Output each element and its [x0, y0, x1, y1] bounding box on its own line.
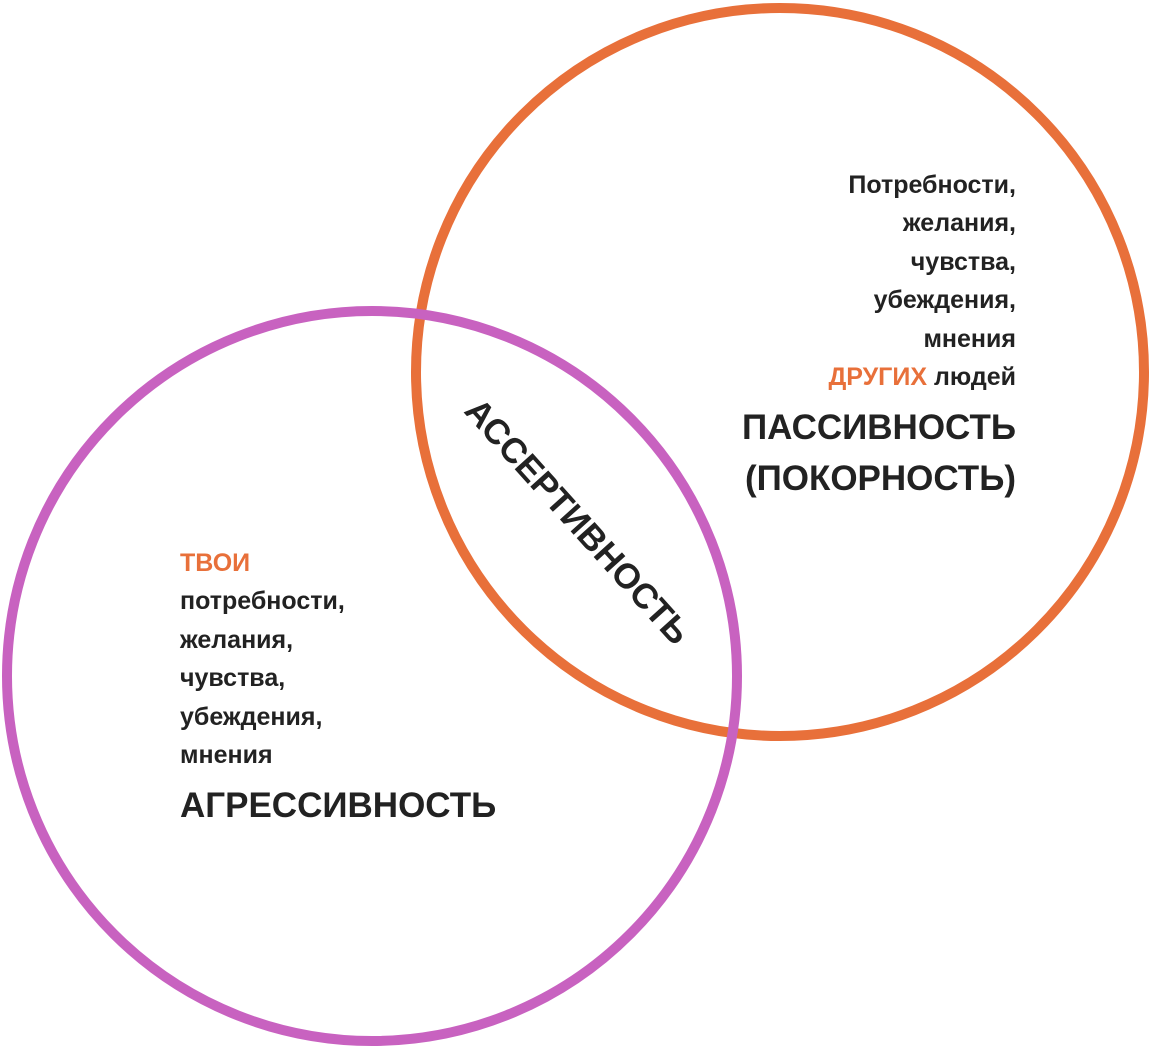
others-accent-line: ДРУГИХ людей	[742, 358, 1016, 396]
others-line: желания,	[902, 209, 1016, 238]
others-line: убеждения,	[873, 286, 1016, 315]
passivity-title-line: ПАССИВНОСТЬ	[742, 408, 1016, 448]
others-after-accent: людей	[927, 363, 1016, 392]
others-accent-word: ДРУГИХ	[828, 363, 927, 392]
others-circle	[411, 3, 1149, 741]
others-line: Потребности,	[848, 171, 1016, 199]
self-accent-word: ТВОИ	[180, 549, 251, 577]
self-line: чувства,	[180, 664, 286, 693]
self-text-block: ТВОИ потребности, желания, чувства, убеж…	[180, 544, 496, 831]
self-line: мнения	[180, 741, 273, 770]
self-circle	[2, 306, 742, 1046]
others-text-block: Потребности, желания, чувства, убеждения…	[742, 166, 1016, 504]
passivity-title: ПАССИВНОСТЬ (ПОКОРНОСТЬ)	[742, 402, 1016, 504]
others-line: мнения	[923, 324, 1016, 353]
self-line: убеждения,	[180, 702, 323, 731]
self-line: желания,	[180, 625, 294, 654]
self-line: потребности,	[180, 587, 345, 616]
passivity-title-line: (ПОКОРНОСТЬ)	[744, 459, 1016, 499]
aggression-title: АГРЕССИВНОСТЬ	[180, 786, 497, 826]
others-line: чувства,	[910, 247, 1016, 276]
